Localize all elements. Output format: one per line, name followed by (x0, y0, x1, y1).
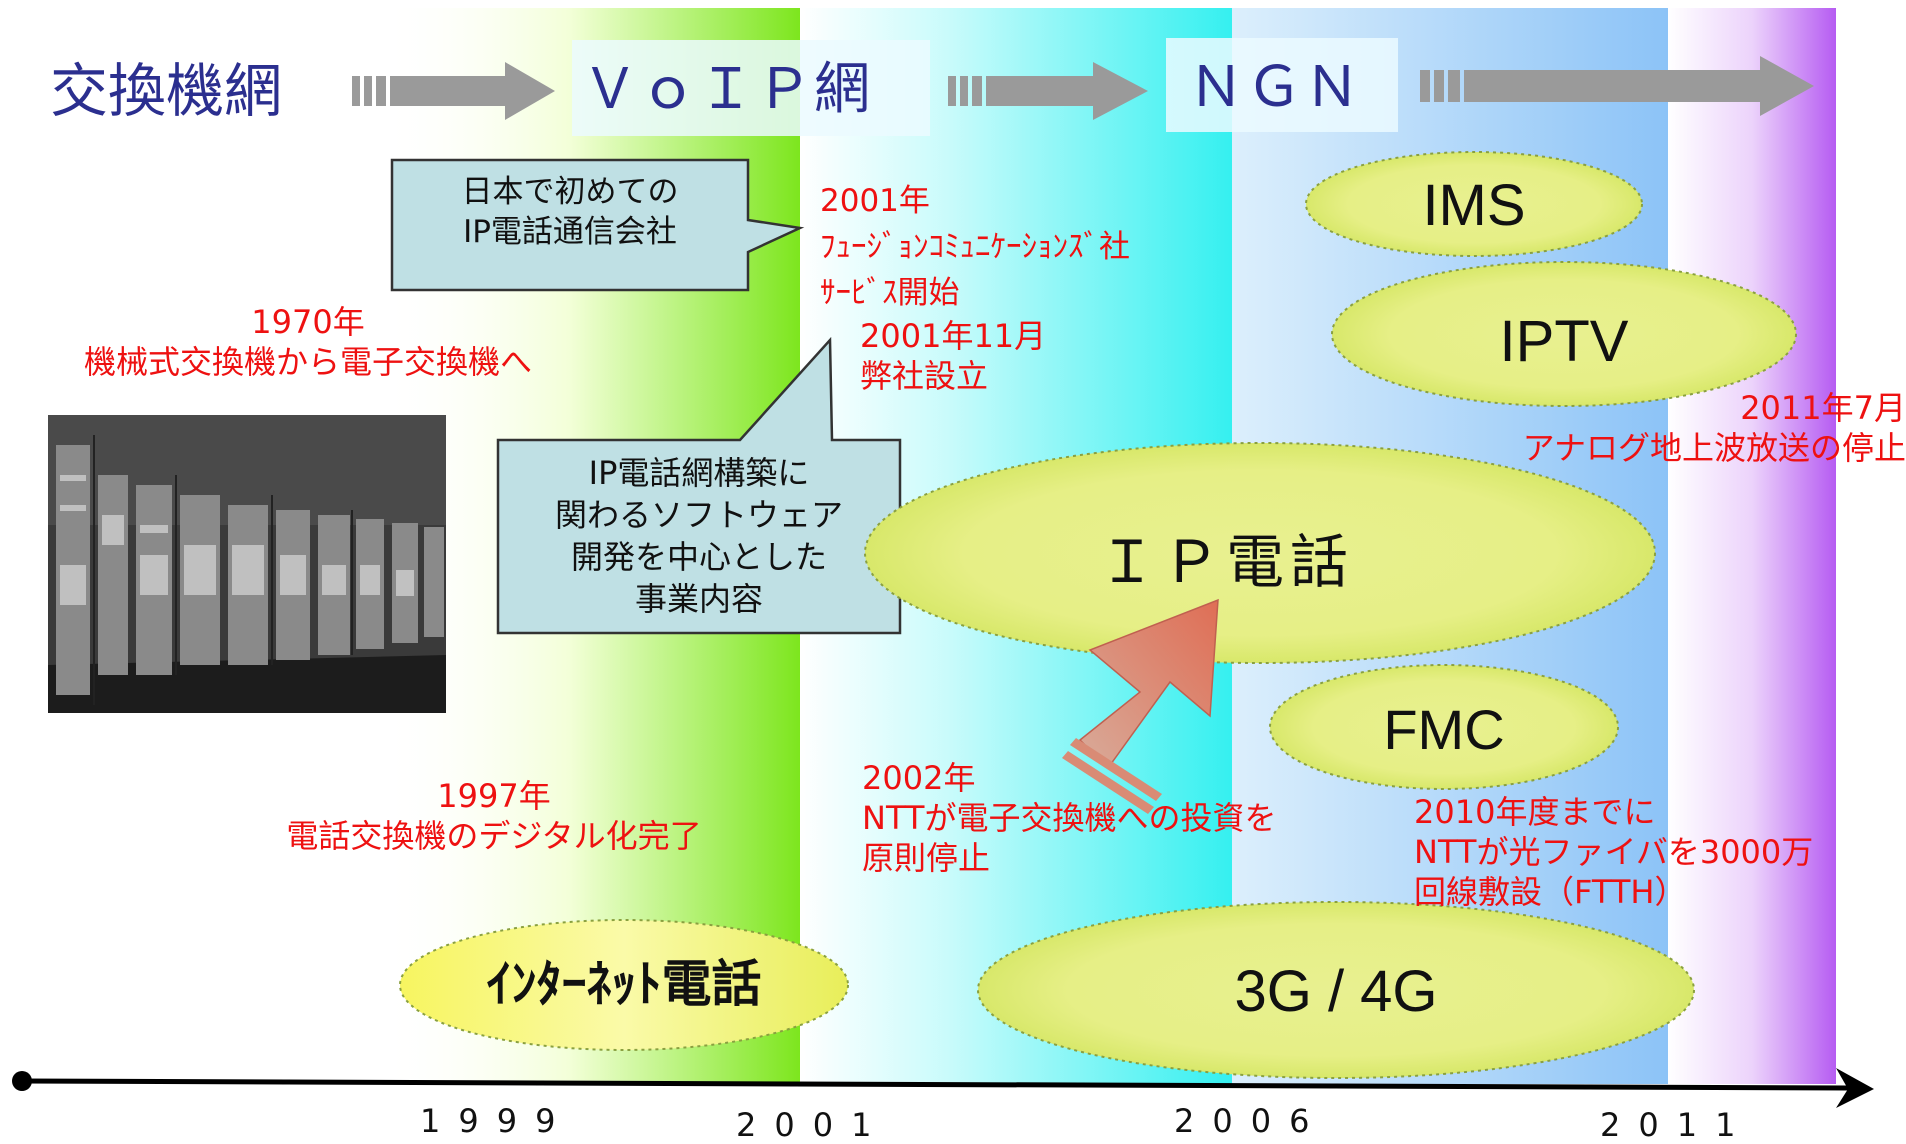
callout-text-business: IP電話網構築に 関わるソフトウェア 開発を中心とした 事業内容 (554, 454, 843, 618)
label-3g4g: 3G / 4G (1234, 959, 1438, 1024)
event-2010: 2010年度までに NTTが光ファイバを3000万 回線敷設（FTTH） (1414, 793, 1814, 911)
year-label-2011: 2011 (1600, 1106, 1754, 1144)
era-box-ngn (1166, 38, 1398, 132)
label-ims: IMS (1422, 173, 1526, 238)
ellipse-iptv (1331, 261, 1797, 407)
ellipse-ims (1305, 151, 1643, 257)
era-arrow-2 (948, 62, 1148, 120)
ellipse-fmc (1269, 664, 1619, 790)
callout-bubble-company (390, 158, 805, 292)
event-1997: 1997年 電話交換機のデジタル化完了 (286, 777, 702, 855)
era-arrow-3 (1420, 56, 1814, 116)
callout-text-company: 日本で初めての IP電話通信会社 (461, 174, 679, 250)
event-2011: 2011年7月 アナログ地上波放送の停止 (1522, 389, 1906, 467)
timeline-arrowhead (1836, 1068, 1874, 1108)
era-title-switch-network: 交換機網 (50, 57, 283, 125)
event-2001: 2001年 ﾌｭｰｼﾞｮﾝｺﾐｭﾆｹｰｼｮﾝｽﾞ社 ｻｰﾋﾞｽ開始 (820, 183, 1130, 311)
year-label-1999: 1999 (420, 1102, 574, 1140)
label-iptv: IPTV (1499, 309, 1629, 374)
ellipse-ip-phone (864, 442, 1656, 664)
ellipse-internet-phone (399, 919, 849, 1051)
event-2001-11: 2001年11月 弊社設立 (860, 317, 1047, 395)
ellipse-3g4g (977, 901, 1695, 1079)
era-box-voip (572, 40, 930, 136)
year-label-2001: 2001 (736, 1106, 890, 1144)
switch-equipment-photo (48, 415, 446, 713)
label-fmc: FMC (1383, 698, 1505, 761)
label-internet-phone: ｲﾝﾀｰﾈｯﾄ電話 (486, 955, 762, 1013)
callout-bubble-business (496, 336, 902, 635)
year-label-2006: 2006 (1174, 1102, 1328, 1140)
era-title-voip: ＶｏＩＰ網 (582, 57, 872, 122)
label-ip-phone: ＩＰ電話 (1097, 528, 1355, 596)
up-arrow (1062, 598, 1219, 814)
era-arrow-1 (352, 62, 555, 120)
event-2002: 2002年 NTTが電子交換機への投資を 原則停止 (862, 759, 1277, 877)
timeline-axis (21, 1078, 1849, 1091)
event-1970: 1970年 機械式交換機から電子交換機へ (83, 303, 532, 381)
era-title-ngn: ＮＧＮ (1188, 55, 1362, 120)
